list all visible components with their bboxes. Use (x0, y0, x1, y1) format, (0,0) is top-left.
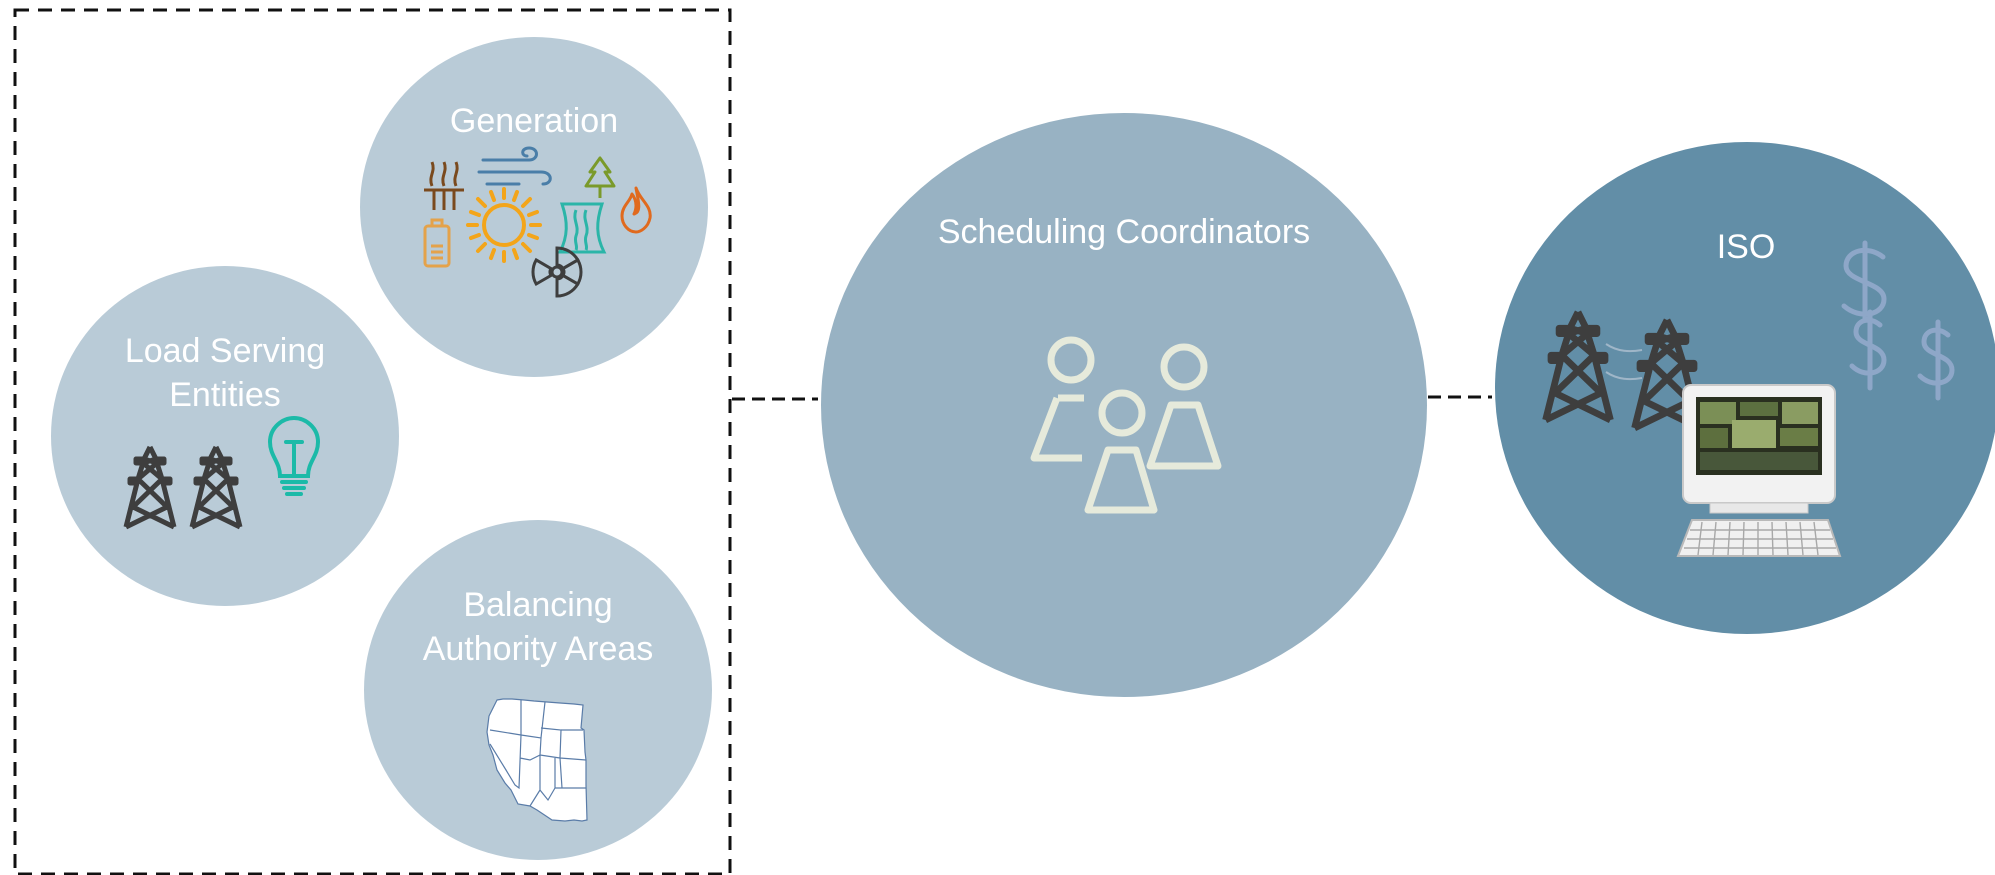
battery-icon (423, 218, 451, 268)
scheduling-circle (821, 113, 1427, 697)
scheduling-label: Scheduling Coordinators (938, 213, 1310, 251)
load-serving-label-line2: Entities (169, 376, 281, 414)
nuclear-icon (531, 246, 583, 298)
market-participants-boundary (13, 8, 732, 875)
cooling-tower-icon (557, 202, 607, 254)
iso-label: ISO (1717, 228, 1776, 266)
load-serving-label-line1: Load Serving (125, 332, 325, 370)
load-serving-circle (51, 266, 399, 606)
generation-node: Generation (360, 37, 708, 377)
load-serving-entities-node: Load Serving Entities (51, 266, 399, 606)
tree-icon (584, 156, 616, 198)
flame-icon (620, 186, 652, 234)
scheduling-coordinators-node: Scheduling Coordinators (821, 113, 1427, 697)
generation-label: Generation (450, 102, 618, 140)
balancing-label-line2: Authority Areas (423, 630, 654, 668)
balancing-label-line1: Balancing (463, 586, 612, 624)
lightbulb-icon (267, 415, 321, 496)
generation-circle (360, 37, 708, 377)
people-group-icon (1030, 336, 1222, 514)
power-line-wires (1605, 343, 1643, 381)
balancing-authority-areas-node: Balancing Authority Areas (364, 520, 712, 860)
wind-icon (477, 146, 552, 186)
computer-terminal-icon (1676, 384, 1842, 557)
geothermal-icon (424, 161, 464, 210)
dollar-sign-icon (1841, 240, 1955, 401)
iso-node: ISO (1495, 142, 1995, 634)
balancing-circle (364, 520, 712, 860)
sun-icon (466, 187, 542, 263)
western-us-map-icon (486, 698, 588, 822)
